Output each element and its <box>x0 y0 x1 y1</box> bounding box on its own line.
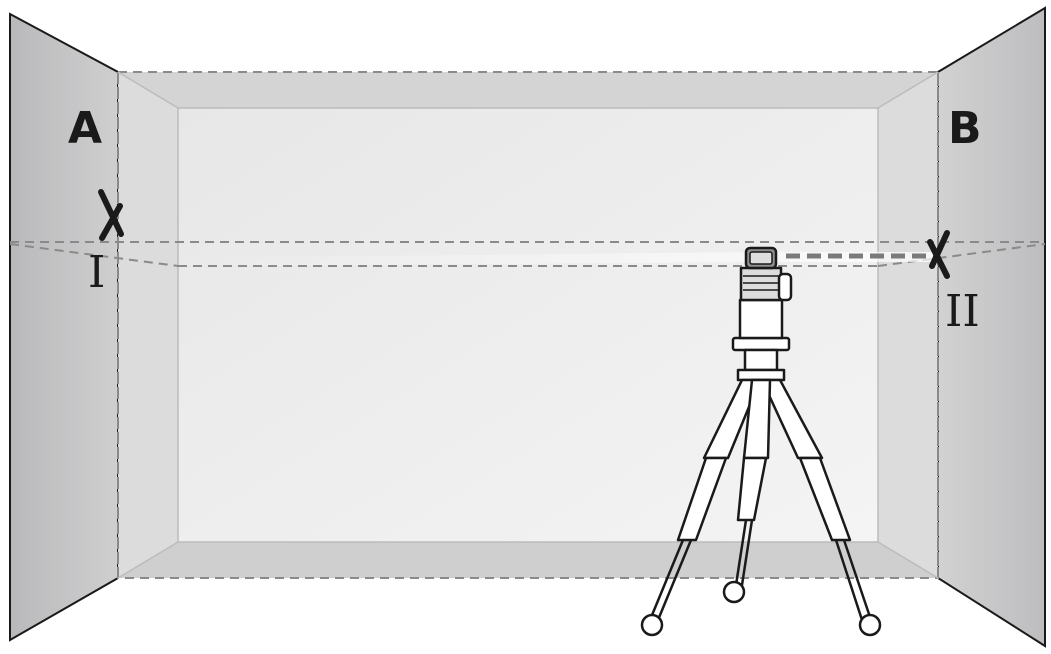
mark-1-label: I <box>88 247 105 298</box>
wall-b-label: B <box>948 103 982 154</box>
back-wall-edges <box>117 71 939 579</box>
wall-a-label: A <box>68 103 102 154</box>
floor <box>118 542 938 578</box>
wall-b <box>878 6 1046 648</box>
rotary-laser-icon <box>738 246 793 340</box>
wall-a <box>9 12 178 642</box>
x-mark-icon <box>927 230 950 279</box>
ceiling <box>118 72 938 108</box>
x-mark-icon <box>98 189 124 241</box>
mark-2-label: II <box>945 286 980 337</box>
tripod-icon <box>640 336 882 637</box>
laser-plane <box>9 241 1046 267</box>
room-dashed-outline <box>117 71 939 579</box>
